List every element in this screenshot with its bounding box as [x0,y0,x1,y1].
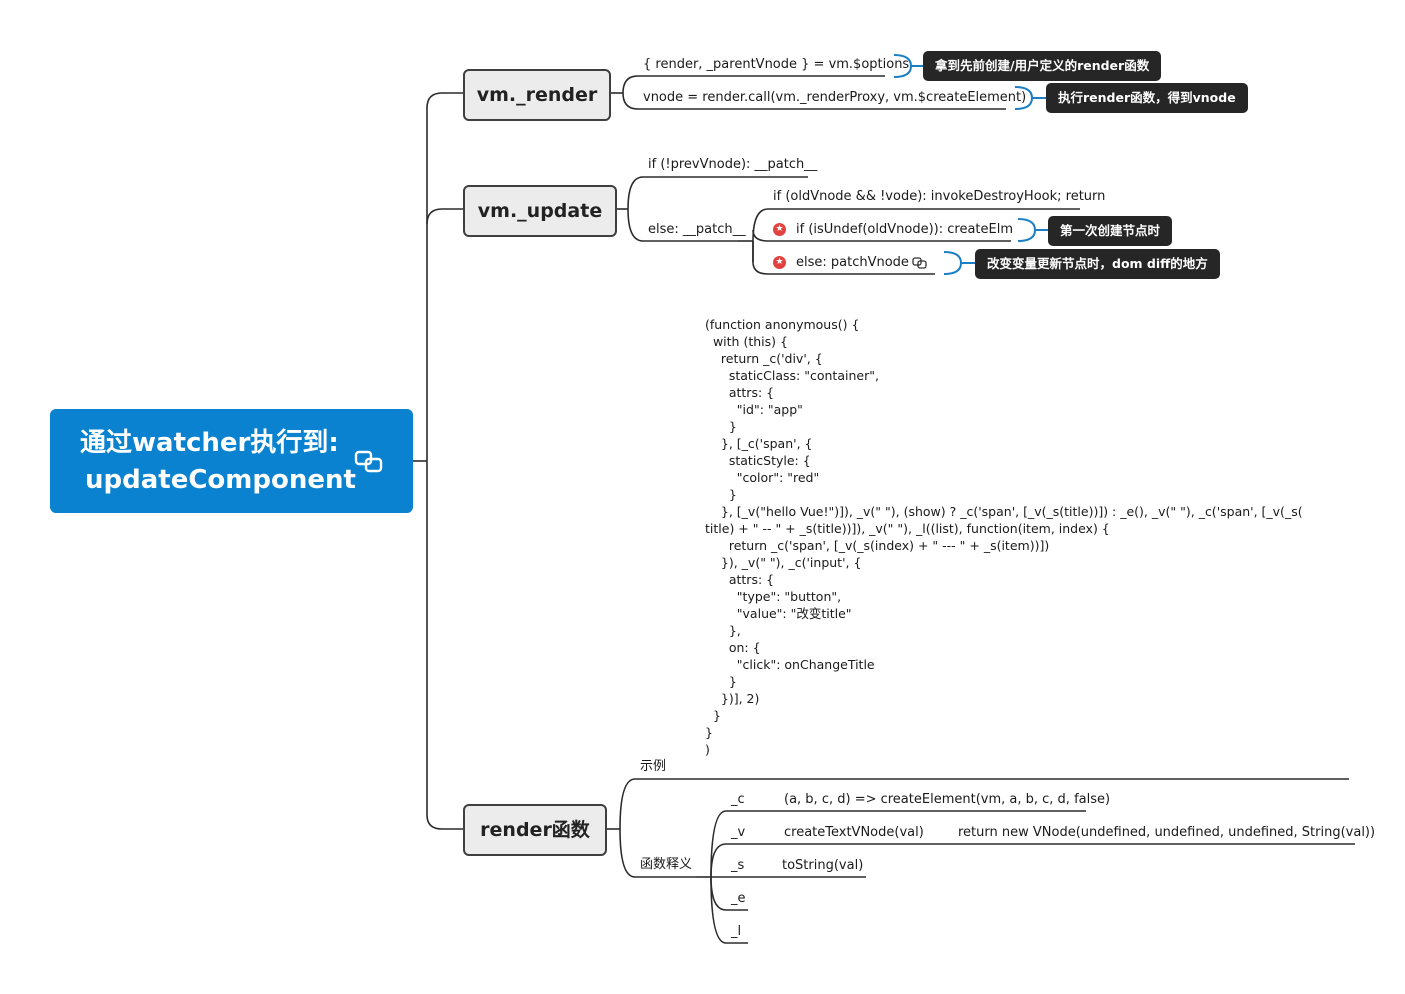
fn-desc-v[interactable]: createTextVNode(val) [784,825,924,840]
root-title-line2: updateComponent [85,465,356,495]
branch-vm-update[interactable]: vm._update [463,185,617,237]
else-child-patch[interactable]: else: patchVnode [796,255,909,270]
note-dom-diff[interactable]: 改变变量更新节点时，dom diff的地方 [975,249,1220,279]
fn-desc-s[interactable]: toString(val) [782,858,864,873]
render-child-options[interactable]: { render, _parentVnode } = vm.$options [643,57,910,72]
star-icon: ★ [773,256,786,269]
fn-name-s[interactable]: _s [731,858,745,873]
else-child-create[interactable]: if (isUndef(oldVnode)): createElm [796,222,1013,237]
note-first-create[interactable]: 第一次创建节点时 [1048,216,1173,246]
fn-name-v[interactable]: _v [731,825,746,840]
note-exec-render[interactable]: 执行render函数，得到vnode [1046,83,1248,113]
fn-name-e[interactable]: _e [731,891,746,906]
link-icon[interactable] [354,449,384,475]
fn-detail-v[interactable]: return new VNode(undefined, undefined, u… [958,825,1376,840]
star-icon: ★ [773,223,786,236]
fn-name-l[interactable]: _l [731,924,742,939]
else-child-destroy[interactable]: if (oldVnode && !vode): invokeDestroyHoo… [773,189,1106,204]
root-title-line1: 通过watcher执行到: [80,428,339,458]
branch-vm-render[interactable]: vm._render [463,69,611,121]
note-render-fn[interactable]: 拿到先前创建/用户定义的render函数 [923,51,1162,81]
render-example-label[interactable]: 示例 [640,759,667,774]
link-icon[interactable] [912,257,928,269]
root-node[interactable]: 通过watcher执行到: updateComponent [50,409,413,513]
example-code-block: (function anonymous() { with (this) { re… [705,317,1303,757]
note-brackets [893,54,1048,275]
update-if-branch[interactable]: if (!prevVnode): __patch__ [648,157,818,172]
branch-render-function[interactable]: render函数 [463,804,607,856]
render-child-vnode[interactable]: vnode = render.call(vm._renderProxy, vm.… [643,90,1027,105]
fn-name-c[interactable]: _c [731,792,745,807]
update-else-branch[interactable]: else: __patch__ [648,222,746,237]
fn-desc-c[interactable]: (a, b, c, d) => createElement(vm, a, b, … [784,792,1111,807]
render-explain-label[interactable]: 函数释义 [640,857,693,872]
